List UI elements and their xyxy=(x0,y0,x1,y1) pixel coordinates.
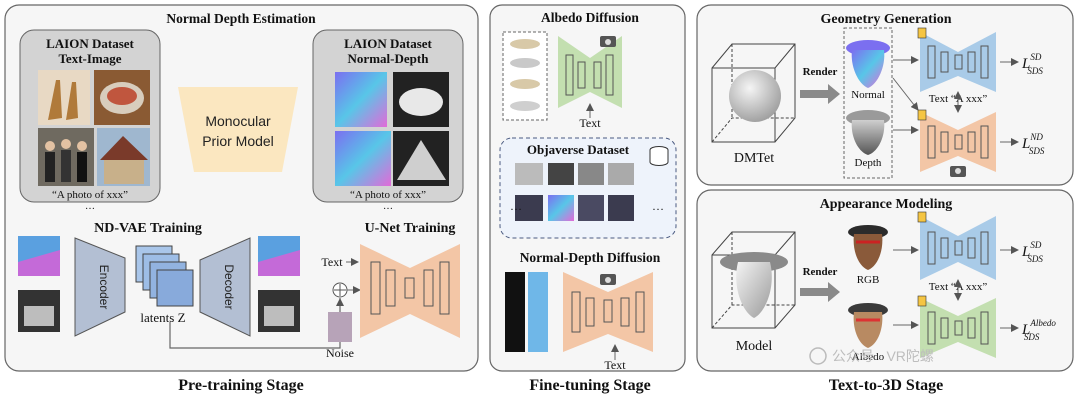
finetuning-stage-label: Fine-tuning Stage xyxy=(529,377,650,394)
latents-stack xyxy=(135,245,194,307)
geometry-generation-title: Geometry Generation xyxy=(820,12,951,27)
objaverse-object-images xyxy=(515,163,634,221)
wechat-icon xyxy=(809,347,827,365)
laion-normal-depth-more: … xyxy=(383,201,393,212)
prior-model-line2: Prior Model xyxy=(202,133,274,149)
appearance-render-label: Render xyxy=(803,266,838,278)
depth-render-image xyxy=(846,110,890,155)
laion-text-image-line1: LAION Dataset xyxy=(46,36,134,51)
normal-depth-diffusion-title: Normal-Depth Diffusion xyxy=(520,250,661,265)
objaverse-ellipsis-left: … xyxy=(510,199,522,213)
laion-normal-depth-line2: Normal-Depth xyxy=(348,51,430,66)
nd-text-label: Text xyxy=(604,358,626,372)
car-images xyxy=(510,39,540,111)
laion-text-image-line2: Text-Image xyxy=(58,51,121,66)
lock-icon xyxy=(917,295,927,307)
lock-icon xyxy=(917,27,927,39)
appearance-unet-albedo xyxy=(920,298,996,358)
objaverse-ellipsis-right: … xyxy=(652,199,664,213)
unet-training-title: U-Net Training xyxy=(365,221,456,236)
laion-normal-depth-caption: “A photo of xxx” xyxy=(350,189,426,201)
normal-depth-estimation-title: Normal Depth Estimation xyxy=(166,11,316,26)
unet-text-label: Text xyxy=(321,255,343,269)
text-to-3d-stage-label: Text-to-3D Stage xyxy=(829,377,944,394)
albedo-text-label: Text xyxy=(579,116,601,130)
nd-camera-icon xyxy=(600,274,616,285)
rgb-label: RGB xyxy=(857,274,880,286)
geometry-unet-sd xyxy=(920,32,996,92)
pretraining-stage-label: Pre-training Stage xyxy=(178,377,303,394)
decoder-label: Decoder xyxy=(222,264,236,309)
albedo-diffusion-title: Albedo Diffusion xyxy=(541,10,639,25)
watermark-text: 公众号 · VR陀螺 xyxy=(832,348,934,364)
albedo-label: Albedo xyxy=(852,351,885,363)
albedo-render-image xyxy=(848,303,888,348)
latents-label: latents Z xyxy=(140,310,185,325)
encoder-label: Encoder xyxy=(97,265,111,310)
decoder-shape xyxy=(199,237,251,337)
appearance-render-arrow xyxy=(800,282,840,302)
objaverse-title: Objaverse Dataset xyxy=(527,142,630,157)
lock-icon xyxy=(917,211,927,223)
encoder-shape xyxy=(74,237,126,337)
prior-model-shape xyxy=(178,87,298,172)
laion-normal-depth-line1: LAION Dataset xyxy=(344,36,432,51)
geometry-render-arrow xyxy=(800,84,840,104)
nd-unet-shape xyxy=(563,272,653,352)
geometry-camera-icon xyxy=(950,166,966,177)
database-icon xyxy=(649,146,669,166)
geometry-unet-nd xyxy=(920,112,996,172)
normal-render-image xyxy=(846,40,890,88)
normal-label: Normal xyxy=(851,89,885,101)
unet-training-shape xyxy=(360,244,460,338)
rgb-render-image xyxy=(848,225,888,270)
appearance-modeling-title: Appearance Modeling xyxy=(820,197,953,212)
noise-label: Noise xyxy=(326,346,354,360)
appearance-unet-sd xyxy=(920,216,996,280)
depth-label: Depth xyxy=(855,157,882,169)
albedo-camera-icon xyxy=(600,36,616,47)
nd-images-strip xyxy=(505,272,548,352)
model-label: Model xyxy=(736,339,773,354)
albedo-unet-shape xyxy=(558,36,622,108)
dmtet-label: DMTet xyxy=(734,151,774,166)
noise-image xyxy=(328,312,352,342)
prior-model-line1: Monocular xyxy=(205,113,271,129)
render-outputs-box xyxy=(843,27,893,179)
geometry-render-label: Render xyxy=(803,66,838,78)
model-cube xyxy=(711,231,796,329)
laion-photo-grid xyxy=(38,70,150,186)
nd-vae-title: ND-VAE Training xyxy=(94,221,202,236)
dmtet-cube xyxy=(711,43,796,143)
normal-depth-image-grid xyxy=(335,72,449,186)
lock-icon xyxy=(917,109,927,121)
laion-text-image-more: … xyxy=(85,201,95,212)
laion-text-image-caption: “A photo of xxx” xyxy=(52,189,128,201)
